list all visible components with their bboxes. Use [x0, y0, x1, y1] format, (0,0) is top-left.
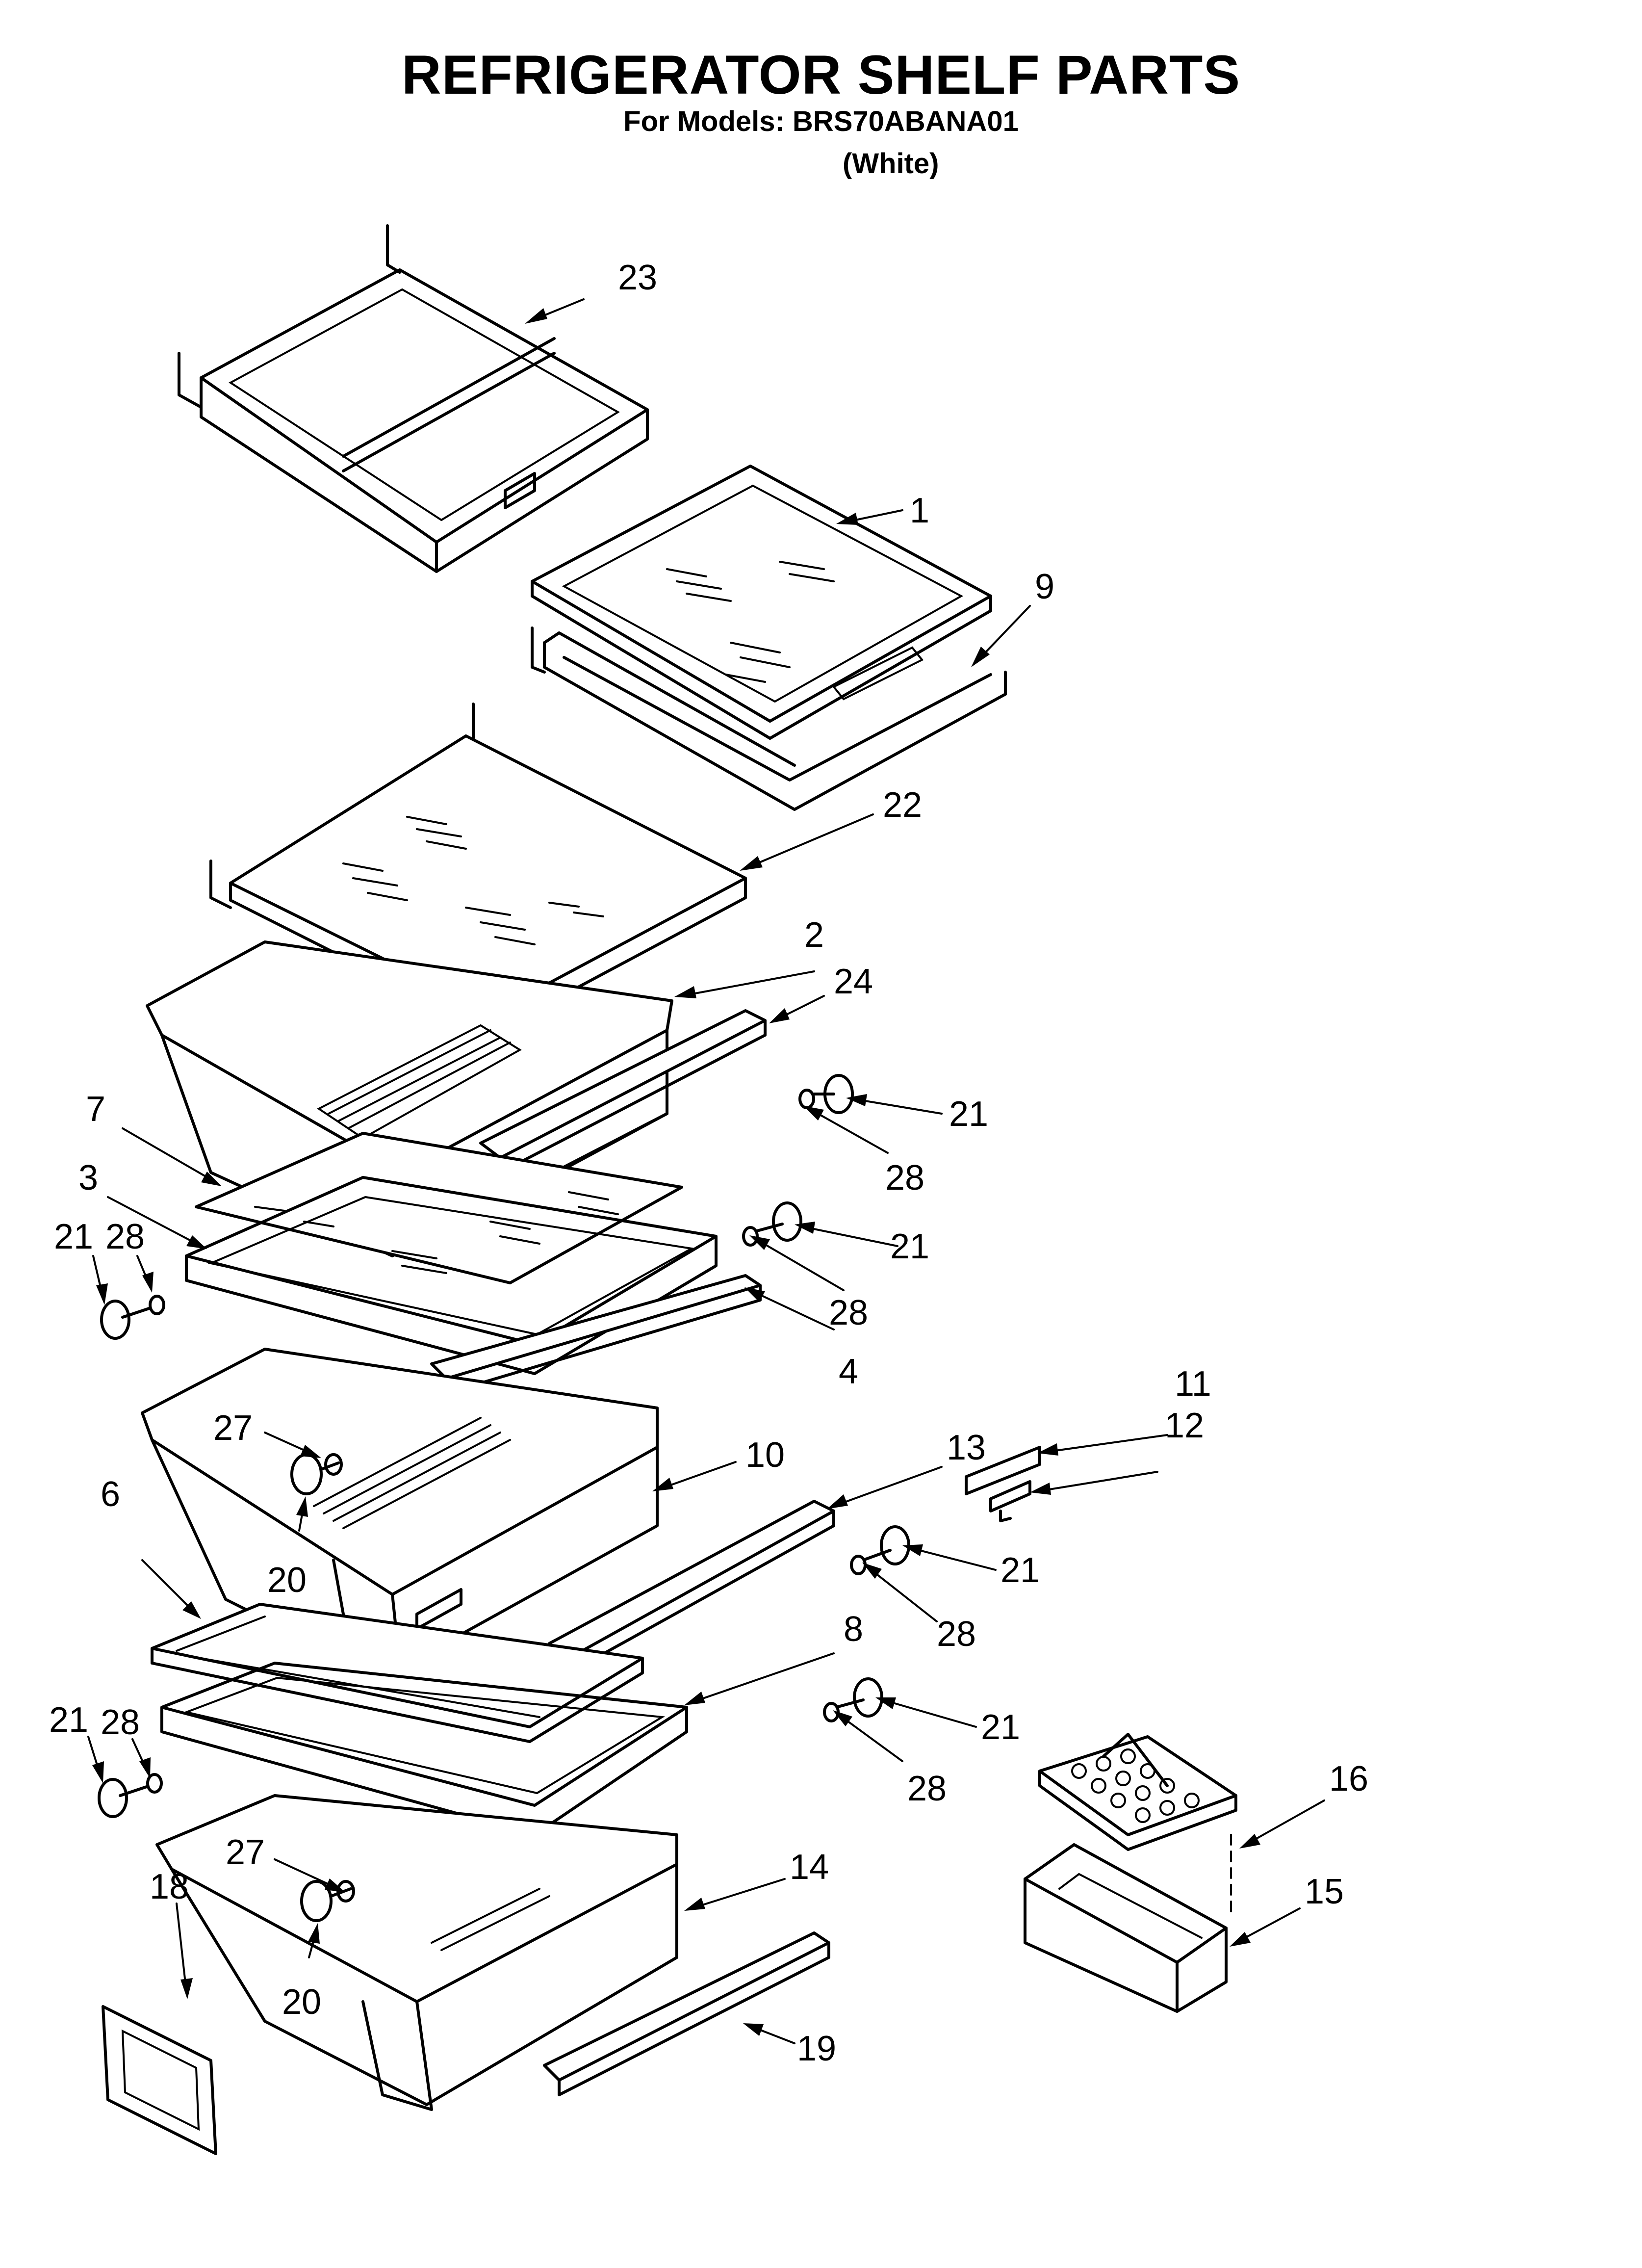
callout-27-b: 27 — [226, 1833, 265, 1872]
callout-2: 2 — [804, 915, 824, 955]
part-20-27-roller-upper — [290, 1453, 343, 1495]
part-9-shelf-frame — [531, 626, 1007, 811]
callout-28-a: 28 — [885, 1158, 924, 1198]
part-18-label — [102, 2005, 217, 2155]
part-21-knob-bottom-left — [98, 1773, 163, 1818]
part-21-knob-bottom-right — [823, 1677, 883, 1722]
callout-21-b: 21 — [890, 1227, 929, 1266]
part-21-knob-low-right — [850, 1525, 910, 1575]
callout-16: 16 — [1329, 1759, 1368, 1799]
callout-28-b: 28 — [829, 1293, 868, 1332]
callout-8: 8 — [844, 1610, 863, 1649]
callout-24: 24 — [834, 962, 873, 1001]
part-14-bottom-drawer — [155, 1794, 678, 2111]
callout-21-e: 21 — [981, 1708, 1020, 1747]
callout-10: 10 — [745, 1435, 785, 1475]
callout-28-e: 28 — [907, 1769, 947, 1808]
callout-21-f: 21 — [49, 1700, 88, 1740]
callout-20-b: 20 — [282, 1982, 321, 2022]
part-3-cover-frame — [185, 1176, 718, 1375]
callout-9: 9 — [1035, 567, 1054, 606]
callout-15: 15 — [1305, 1872, 1344, 1911]
callout-21-a: 21 — [949, 1095, 988, 1134]
part-19-rail — [543, 1931, 830, 2096]
part-11-12-brackets — [965, 1446, 1041, 1522]
callout-labels: 23 1 9 22 2 24 21 28 7 3 21 28 21 28 4 2… — [49, 258, 1368, 2068]
callout-12: 12 — [1165, 1406, 1204, 1445]
part-4-rail — [430, 1274, 762, 1395]
part-15-egg-bin — [1024, 1834, 1232, 2013]
callout-14: 14 — [790, 1848, 829, 1887]
part-21-knob-mid-right — [742, 1201, 802, 1247]
model-number: For Models: BRS70ABANA01 — [623, 105, 1019, 137]
callout-1: 1 — [910, 491, 929, 530]
callout-23: 23 — [618, 258, 657, 297]
part-20-27-roller-lower — [300, 1880, 355, 1922]
model-color: (White) — [843, 148, 939, 180]
callout-28-c: 28 — [105, 1217, 145, 1256]
callout-6: 6 — [101, 1475, 120, 1514]
callout-leaders — [87, 298, 1325, 2044]
part-6-cover-glass — [151, 1603, 644, 1743]
part-13-rail — [548, 1500, 835, 1674]
part-16-egg-tray — [1038, 1733, 1237, 1851]
callout-20-a: 20 — [267, 1561, 307, 1600]
callout-28-f: 28 — [101, 1703, 140, 1742]
callout-27-a: 27 — [213, 1408, 253, 1448]
callout-4: 4 — [839, 1352, 858, 1391]
callout-19: 19 — [797, 2029, 836, 2068]
part-23-tray — [178, 224, 649, 573]
callout-11: 11 — [1175, 1364, 1211, 1404]
part-21-knob-upper-right — [798, 1074, 854, 1114]
callout-13: 13 — [947, 1428, 986, 1467]
callout-7: 7 — [86, 1090, 105, 1129]
callout-22: 22 — [883, 785, 922, 825]
callout-18: 18 — [150, 1867, 189, 1906]
callout-21-d: 21 — [1001, 1551, 1040, 1590]
callout-21-c: 21 — [54, 1217, 93, 1256]
page-title: REFRIGERATOR SHELF PARTS — [401, 44, 1241, 105]
callout-28-d: 28 — [937, 1615, 976, 1654]
part-21-knob-upper-left — [100, 1295, 165, 1340]
part-1-glass-shelf — [531, 465, 992, 740]
callout-3: 3 — [78, 1158, 98, 1198]
